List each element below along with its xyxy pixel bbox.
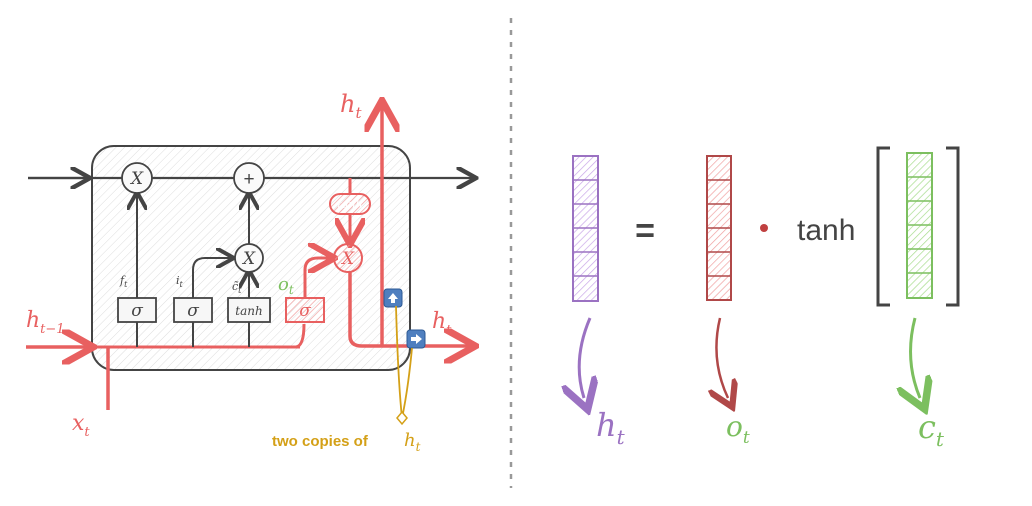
op-mul-input-label: X bbox=[241, 249, 256, 269]
right-bracket bbox=[946, 146, 960, 307]
x-input-label: xt bbox=[72, 411, 90, 440]
label-c: c̃t bbox=[232, 280, 242, 295]
equals-sign: = bbox=[635, 212, 655, 250]
stem-o bbox=[295, 323, 306, 349]
op-mul-input bbox=[234, 243, 264, 273]
vector-o bbox=[706, 155, 732, 301]
left-bracket bbox=[876, 146, 890, 307]
gate-output-label: σ bbox=[299, 301, 311, 321]
i-to-mul2 bbox=[192, 258, 232, 298]
op-mul-forget-label: X bbox=[129, 169, 144, 189]
h-top-label: ht bbox=[340, 90, 362, 122]
op-mul-output bbox=[333, 243, 363, 273]
o-to-mul3 bbox=[303, 258, 332, 298]
copies-note-h: ht bbox=[404, 430, 421, 454]
lstm-cell: σ σ tanh σ ft it c̃t ot X + X X bbox=[26, 90, 474, 454]
label-h: ht bbox=[596, 406, 626, 449]
op-mul-forget bbox=[121, 162, 153, 194]
mul3-out bbox=[348, 272, 472, 346]
copies-note: two copies of bbox=[272, 433, 369, 450]
gate-forget-label: σ bbox=[131, 301, 143, 321]
op-mul-output-label: X bbox=[340, 249, 355, 269]
equation: = tanh ht ot ct bbox=[572, 146, 960, 451]
op-add bbox=[233, 162, 265, 194]
label-f: ft bbox=[119, 274, 128, 289]
label-c: ct bbox=[918, 408, 945, 451]
label-o: ot bbox=[278, 274, 294, 297]
gate-input-label: σ bbox=[187, 301, 199, 321]
label-o: ot bbox=[726, 410, 750, 448]
vector-h bbox=[572, 155, 599, 302]
gate-forget bbox=[117, 297, 157, 323]
right-arrow-icon bbox=[406, 329, 426, 349]
pointer-h bbox=[579, 317, 590, 398]
up-arrow-icon bbox=[383, 288, 403, 308]
vector-c bbox=[906, 152, 933, 299]
pointer-o bbox=[716, 317, 728, 398]
gate-candidate-label: tanh bbox=[235, 304, 262, 318]
h-prev-label: ht−1 bbox=[26, 308, 65, 337]
mul-dot bbox=[760, 224, 768, 232]
label-i: it bbox=[176, 274, 184, 289]
tanh-pill bbox=[329, 193, 371, 215]
h-right-label: ht bbox=[432, 309, 452, 338]
pointer-c bbox=[911, 317, 920, 398]
tanh-pill-label: tanh bbox=[337, 198, 362, 211]
copies-diamond bbox=[396, 410, 408, 426]
tanh-label: tanh bbox=[797, 214, 855, 247]
op-add-label: + bbox=[243, 169, 254, 190]
